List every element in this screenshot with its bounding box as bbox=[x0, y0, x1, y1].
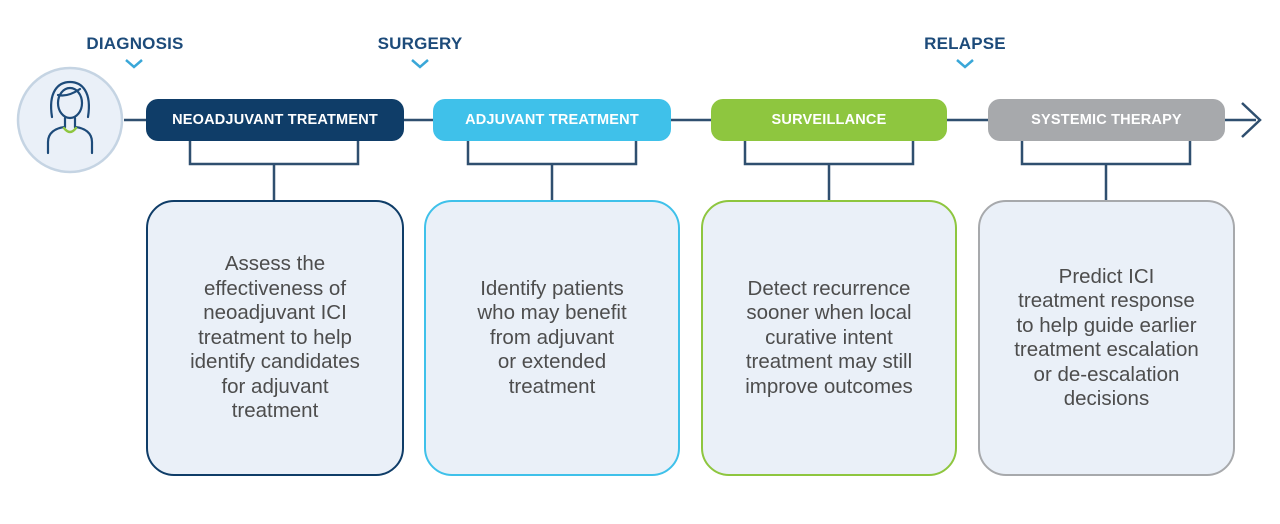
diagnosis-chevron-icon bbox=[125, 59, 143, 69]
phase-surveillance: SURVEILLANCE bbox=[711, 99, 947, 141]
card-neoadjuvant-text: Assess the effectiveness of neoadjuvant … bbox=[190, 252, 360, 423]
card-surveillance-description: Detect recurrence sooner when local cura… bbox=[701, 200, 957, 476]
patient-person-icon bbox=[16, 66, 124, 174]
card-neoadjuvant-description: Assess the effectiveness of neoadjuvant … bbox=[146, 200, 404, 476]
milestone-relapse: RELAPSE bbox=[924, 34, 1006, 53]
card-systemic-description: Predict ICI treatment response to help g… bbox=[978, 200, 1235, 476]
milestone-diagnosis: DIAGNOSIS bbox=[86, 34, 184, 53]
bracket-surveillance bbox=[743, 141, 915, 200]
bracket-adjuvant bbox=[466, 141, 638, 200]
timeline-arrowhead bbox=[1241, 102, 1262, 138]
card-systemic-text: Predict ICI treatment response to help g… bbox=[1014, 264, 1199, 411]
phase-adjuvant-treatment: ADJUVANT TREATMENT bbox=[433, 99, 671, 141]
bracket-neoadjuvant bbox=[188, 141, 360, 200]
card-surveillance-text: Detect recurrence sooner when local cura… bbox=[745, 276, 913, 398]
bracket-connectors bbox=[188, 141, 1192, 200]
phase-neoadjuvant-treatment: NEOADJUVANT TREATMENT bbox=[146, 99, 404, 141]
phase-systemic-therapy: SYSTEMIC THERAPY bbox=[988, 99, 1225, 141]
milestone-surgery: SURGERY bbox=[377, 34, 463, 53]
relapse-chevron-icon bbox=[956, 59, 974, 69]
surgery-chevron-icon bbox=[411, 59, 429, 69]
card-adjuvant-text: Identify patients who may benefit from a… bbox=[477, 276, 627, 398]
card-adjuvant-description: Identify patients who may benefit from a… bbox=[424, 200, 680, 476]
bracket-systemic bbox=[1020, 141, 1192, 200]
